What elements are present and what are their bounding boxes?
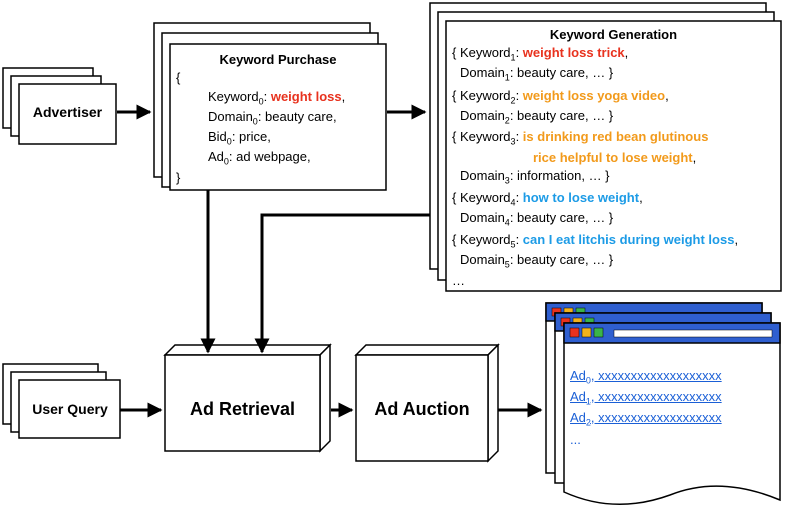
keyword-generation-stack [429,2,782,292]
result-ad-0-link[interactable]: Ad0, xxxxxxxxxxxxxxxxxxx [570,368,722,386]
gen-entry-2-domain-label: Domain [460,108,505,123]
gen-entry-2-sub: 2 [510,95,516,106]
purchase-ad-value: : ad webpage, [228,149,311,164]
gen-entry-4-domain-sub: 4 [504,217,510,228]
user-query-stack [2,363,121,439]
gen-entry-3-keyword-text-2: rice helpful to lose weight [533,150,693,165]
result-ad-1-sub: 1 [585,396,591,407]
gen-entry-4-keyword-text: how to lose weight [522,190,640,205]
purchase-bid-sub: 0 [226,136,232,147]
gen-entry-5-domain-sub: 5 [504,259,510,270]
keyword-purchase-stack [153,22,387,191]
result-ad-0-prefix: Ad [570,368,586,383]
gen-entry-2-prefix: { Keyword [452,88,511,103]
purchase-domain-label: Domain [208,109,253,124]
gen-entry-4-sub: 4 [510,197,516,208]
purchase-close-brace: } [176,170,181,185]
ad-retrieval-label: Ad Retrieval [189,399,296,419]
purchase-keyword-sub: 0 [258,96,264,107]
purchase-keyword-label: Keyword [208,89,259,104]
advertiser-label: Advertiser [32,104,103,120]
gen-entry-1-domain: Domain1: beauty care, … } [460,65,613,86]
gen-entry-3-domain: Domain3: information, … } [460,168,610,189]
ad-auction-box [354,343,500,463]
purchase-bid-value: : price, [231,129,271,144]
gen-entry-3-sub: 3 [510,136,516,147]
result-ad-0-sub: 0 [585,375,591,386]
keyword-purchase-title: Keyword Purchase [219,52,337,67]
gen-entry-3-keyword-text: is drinking red bean glutinous [522,129,709,144]
result-ad-0-text: , xxxxxxxxxxxxxxxxxxx [590,368,722,383]
purchase-domain-value: : beauty care, [257,109,337,124]
keyword-generation-title: Keyword Generation [549,27,678,42]
gen-entry-5-domain-label: Domain [460,252,505,267]
purchase-ad-line: Ad0: ad webpage, [208,149,311,170]
gen-entry-4-domain-value: : beauty care, … } [509,210,614,225]
gen-entry-1-domain-sub: 1 [504,72,510,83]
purchase-keyword-line: Keyword0: weight loss, [208,89,346,107]
result-more: ... [570,432,581,447]
result-ad-2-prefix: Ad [570,410,586,425]
purchase-domain-sub: 0 [252,116,258,127]
arrows [117,104,543,418]
gen-entry-5-domain: Domain5: beauty care, … } [460,252,613,273]
gen-entry-3-domain-sub: 3 [504,175,510,186]
gen-entry-3-keyword: { Keyword3: is drinking red bean glutino… [452,129,709,147]
gen-entry-5-prefix: { Keyword [452,232,511,247]
ad-retrieval-box [163,343,332,453]
arrow-generation-to-retrieval [254,213,430,354]
gen-entry-4-keyword: { Keyword4: how to lose weight, [452,190,643,208]
gen-ellipsis: … [452,273,465,288]
gen-entry-2-domain-sub: 2 [504,115,510,126]
gen-entry-3-keyword-line2: rice helpful to lose weight, [533,150,697,165]
gen-entry-5-keyword-text: can I eat litchis during weight loss [522,232,735,247]
result-ad-1-text: , xxxxxxxxxxxxxxxxxxx [590,389,722,404]
gen-entry-3-prefix: { Keyword [452,129,511,144]
purchase-bid-label: Bid [208,129,227,144]
purchase-ad-sub: 0 [223,156,229,167]
purchase-ad-label: Ad [208,149,224,164]
gen-entry-1-sub: 1 [510,52,516,63]
user-query-label: User Query [32,401,108,417]
gen-entry-3-domain-value: : information, … } [509,168,610,183]
gen-entry-1-domain-label: Domain [460,65,505,80]
gen-entry-2-keyword-text: weight loss yoga video [522,88,666,103]
gen-entry-5-keyword: { Keyword5: can I eat litchis during wei… [452,232,739,250]
gen-entry-4-domain-label: Domain [460,210,505,225]
gen-entry-5-sub: 5 [510,239,516,250]
gen-entry-2-domain-value: : beauty care, … } [509,108,614,123]
gen-entry-1-keyword-text: weight loss trick [522,45,625,60]
gen-entry-2-domain: Domain2: beauty care, … } [460,108,613,129]
purchase-open-brace: { [176,70,181,85]
gen-entry-5-domain-value: : beauty care, … } [509,252,614,267]
result-ad-1-prefix: Ad [570,389,586,404]
results-page-stack [545,302,781,506]
purchase-bid-line: Bid0: price, [208,129,271,150]
purchase-domain-line: Domain0: beauty care, [208,109,337,130]
purchase-keyword-value: weight loss [270,89,342,104]
gen-entry-2-keyword: { Keyword2: weight loss yoga video, [452,88,669,106]
gen-entry-1-prefix: { Keyword [452,45,511,60]
gen-entry-4-domain: Domain4: beauty care, … } [460,210,613,231]
result-ad-2-sub: 2 [585,417,591,428]
gen-entry-1-domain-value: : beauty care, … } [509,65,614,80]
advertiser-stack [2,67,117,145]
result-ad-1-link[interactable]: Ad1, xxxxxxxxxxxxxxxxxxx [570,389,722,407]
gen-entry-1-keyword: { Keyword1: weight loss trick, [452,45,629,63]
result-ad-2-text: , xxxxxxxxxxxxxxxxxxx [590,410,722,425]
result-ad-2-link[interactable]: Ad2, xxxxxxxxxxxxxxxxxxx [570,410,722,428]
gen-entry-4-prefix: { Keyword [452,190,511,205]
ad-auction-label: Ad Auction [374,399,470,419]
gen-entry-3-domain-label: Domain [460,168,505,183]
